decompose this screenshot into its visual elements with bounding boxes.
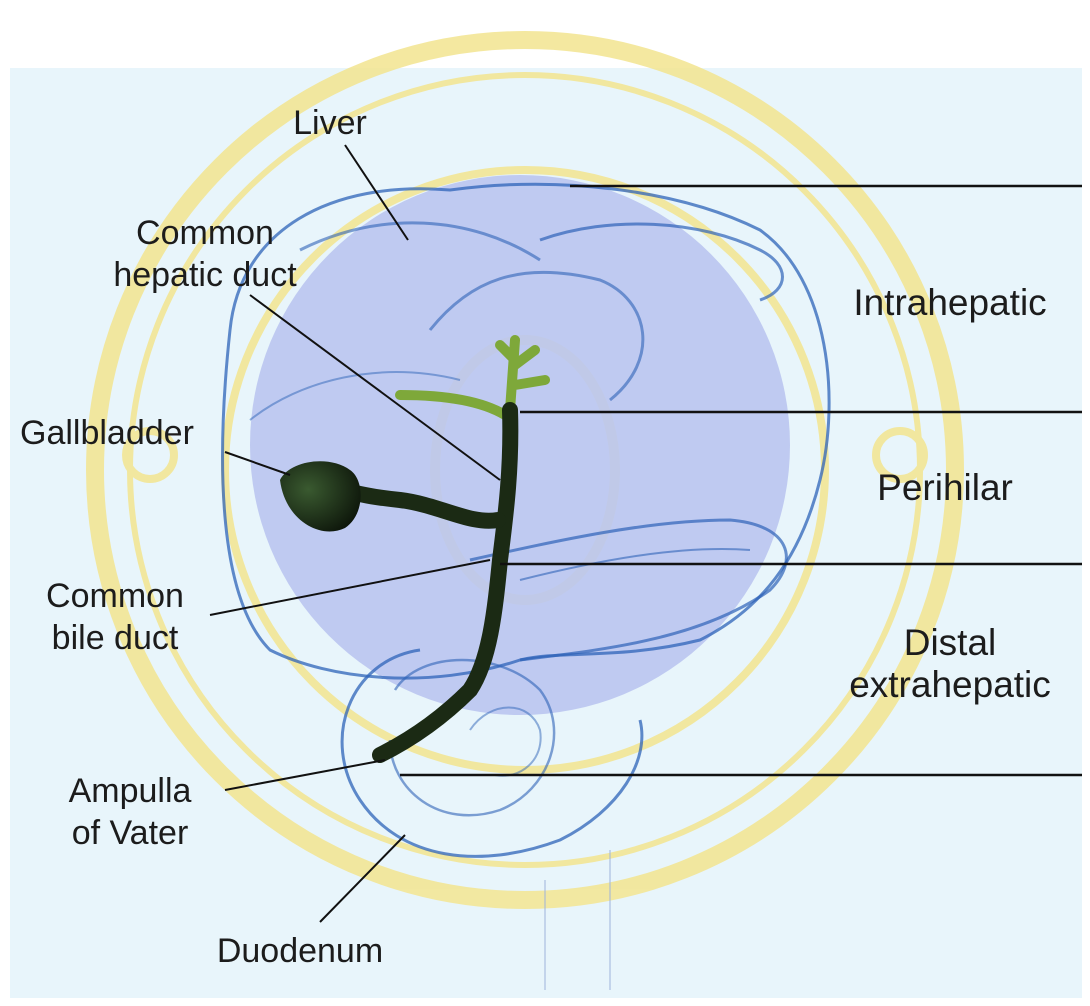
label-ampulla-line2: of Vater xyxy=(40,812,220,854)
label-common-bile-duct: Common bile duct xyxy=(20,575,210,659)
label-ampulla-of-vater: Ampulla of Vater xyxy=(40,770,220,854)
label-common-hepatic-duct-line2: hepatic duct xyxy=(80,254,330,296)
label-common-hepatic-duct: Common hepatic duct xyxy=(80,212,330,296)
label-ampulla-line1: Ampulla xyxy=(40,770,220,812)
label-gallbladder: Gallbladder xyxy=(20,412,250,454)
label-common-bile-duct-line2: bile duct xyxy=(20,617,210,659)
region-perihilar: Perihilar xyxy=(830,467,1060,509)
label-duodenum: Duodenum xyxy=(190,930,410,972)
region-distal-line2: extrahepatic xyxy=(812,664,1088,706)
region-distal-line1: Distal xyxy=(812,622,1088,664)
label-common-bile-duct-line1: Common xyxy=(20,575,210,617)
region-intrahepatic: Intrahepatic xyxy=(815,282,1085,324)
label-common-hepatic-duct-line1: Common xyxy=(80,212,330,254)
region-distal-extrahepatic: Distal extrahepatic xyxy=(812,622,1088,706)
label-liver: Liver xyxy=(270,102,390,144)
